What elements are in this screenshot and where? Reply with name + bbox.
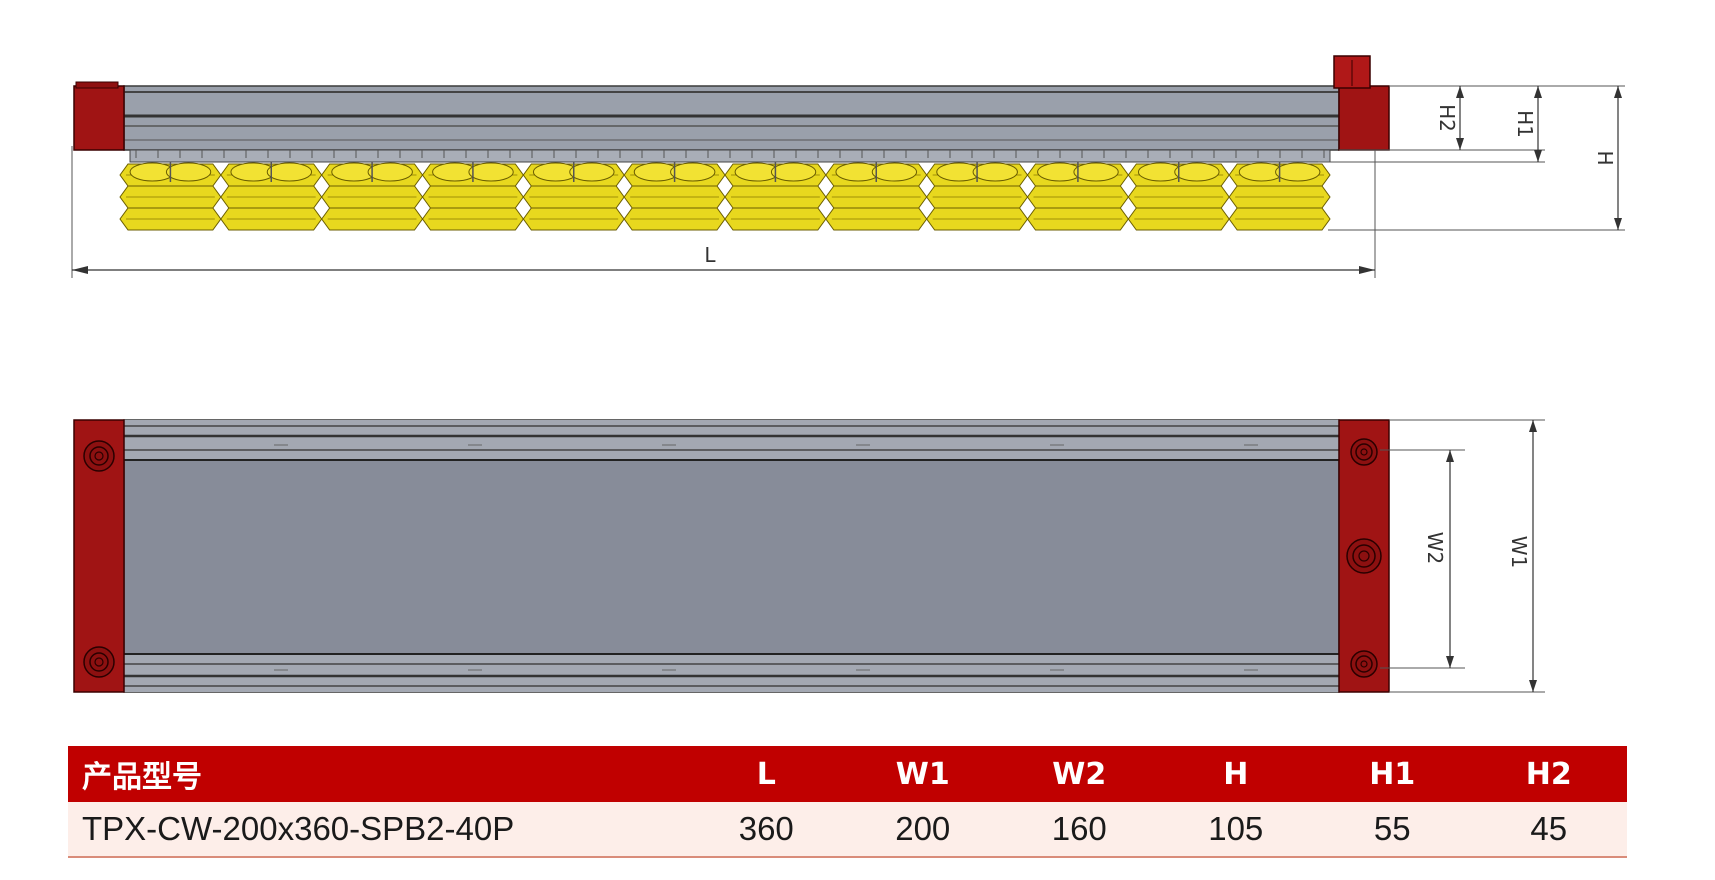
cell-L: 360 (688, 802, 845, 858)
header-H: H (1157, 746, 1314, 802)
dimension-H: H (1593, 86, 1622, 230)
dimension-L: L (72, 243, 1375, 274)
dimension-H2: H2 (1435, 86, 1464, 150)
spec-table: 产品型号 L W1 W2 H H1 H2 TPX-CW-200x360-SPB2… (68, 746, 1627, 858)
mounting-hole-right-top (1350, 438, 1378, 466)
dimension-W1-label: W1 (1507, 536, 1531, 569)
side-body (123, 85, 1340, 151)
mounting-hole-left-top (83, 440, 115, 472)
suction-cup (623, 162, 726, 231)
mounting-hole-right-bottom (1350, 650, 1378, 678)
side-tick-marks (135, 150, 1325, 158)
suction-cup (1127, 162, 1230, 231)
dimension-H1-label: H1 (1513, 110, 1537, 138)
cell-W2: 160 (1001, 802, 1158, 858)
dimension-L-label: L (704, 243, 716, 267)
suction-cup (522, 162, 625, 231)
top-view: W2 W1 (73, 419, 1545, 693)
suction-cup (825, 162, 928, 231)
left-end-cap-knob (75, 81, 119, 89)
suction-cup-row (119, 162, 1331, 231)
cell-H: 105 (1157, 802, 1314, 858)
left-end-cap (73, 85, 125, 151)
cell-H2: 45 (1470, 802, 1627, 858)
side-view: L H2 H1 H (71, 55, 1625, 278)
table-header-row: 产品型号 L W1 W2 H H1 H2 (68, 746, 1627, 802)
suction-cup (220, 162, 323, 231)
cell-W1: 200 (844, 802, 1001, 858)
suction-cup (1026, 162, 1129, 231)
header-W1: W1 (844, 746, 1001, 802)
dimension-H1: H1 (1513, 86, 1542, 162)
dimension-W1: W1 (1507, 420, 1537, 692)
header-model: 产品型号 (68, 746, 688, 802)
header-H2: H2 (1470, 746, 1627, 802)
technical-drawing: L H2 H1 H (71, 55, 1625, 693)
dimension-W2-label: W2 (1423, 532, 1447, 565)
suction-cup (1228, 162, 1331, 231)
suction-cup (724, 162, 827, 231)
mounting-hole-left-bottom (83, 646, 115, 678)
header-H1: H1 (1314, 746, 1471, 802)
dimension-W2: W2 (1423, 450, 1454, 668)
suction-cup (421, 162, 524, 231)
header-W2: W2 (1001, 746, 1158, 802)
suction-cup (119, 162, 222, 231)
dimension-H2-label: H2 (1435, 104, 1459, 132)
suction-cup (926, 162, 1029, 231)
dimension-H-label: H (1593, 150, 1617, 165)
mounting-hole-right-middle (1346, 538, 1382, 574)
table-row: TPX-CW-200x360-SPB2-40P 360 200 160 105 … (68, 802, 1627, 858)
header-L: L (688, 746, 845, 802)
cell-H1: 55 (1314, 802, 1471, 858)
suction-cup (321, 162, 424, 231)
right-end-cap (1338, 85, 1390, 151)
cell-model: TPX-CW-200x360-SPB2-40P (68, 802, 688, 858)
